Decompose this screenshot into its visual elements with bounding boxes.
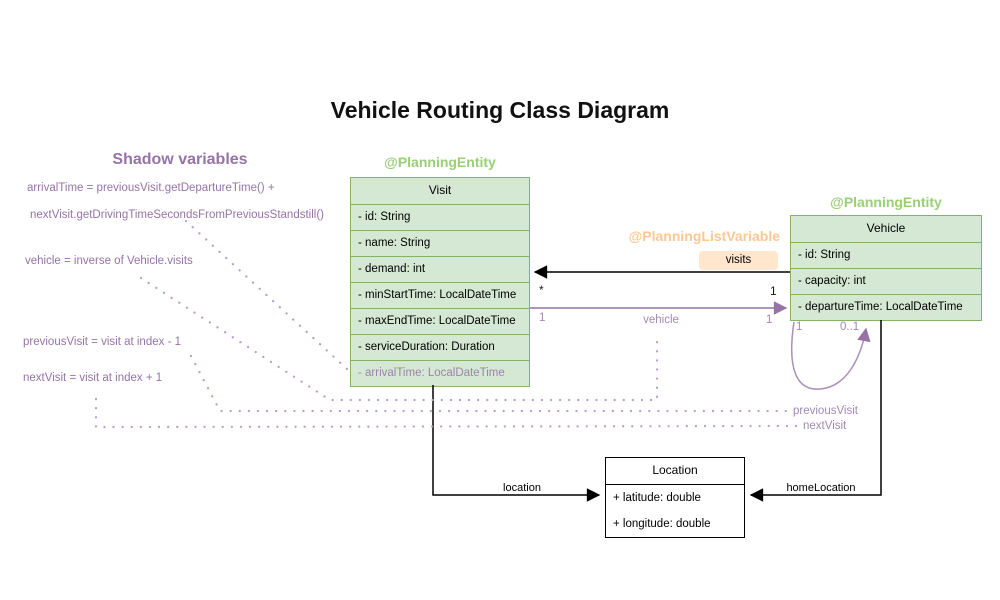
vehicle-attribute-row: - capacity: int <box>791 268 981 294</box>
vehicle-edge-target-multiplicity: 1 <box>766 314 773 326</box>
visits-source-multiplicity: 1 <box>770 284 777 298</box>
previousvisit-edge-label: previousVisit <box>793 405 858 417</box>
dotted-connector-nextvisit <box>94 397 800 429</box>
vehicle-class-name: Vehicle <box>866 221 906 235</box>
dotted-connector-arrivaltime <box>184 219 349 371</box>
visit-attribute-row: - demand: int <box>351 256 529 282</box>
vehicle-edge-source-multiplicity: 1 <box>539 312 546 324</box>
visit-attribute-row: - maxEndTime: LocalDateTime <box>351 308 529 334</box>
visit-attribute-row: - minStartTime: LocalDateTime <box>351 282 529 308</box>
shadow-line-nextvisit: nextVisit = visit at index + 1 <box>23 372 163 384</box>
diagram-title: Vehicle Routing Class Diagram <box>330 97 670 123</box>
location-edge-label: location <box>503 482 541 494</box>
shadow-line-previousvisit: previousVisit = visit at index - 1 <box>23 336 181 348</box>
self-loop-source-multiplicity: 1 <box>796 321 803 333</box>
visit-attribute-row: - serviceDuration: Duration <box>351 334 529 360</box>
vehicle-annotation: @PlanningEntity <box>830 194 942 210</box>
location-attribute-row: + longitude: double <box>613 518 711 530</box>
vehicle-attribute-row: - departureTime: LocalDateTime <box>791 294 981 320</box>
shadow-variables-heading: Shadow variables <box>112 151 248 168</box>
location-class: Location + latitude: double + longitude:… <box>605 457 745 538</box>
planning-list-variable-annotation: @PlanningListVariable <box>628 228 780 244</box>
nextvisit-edge-label: nextVisit <box>803 420 847 432</box>
homelocation-edge-label: homeLocation <box>786 482 856 494</box>
visit-attribute-row: - id: String <box>351 204 529 230</box>
visits-target-multiplicity: * <box>539 283 544 297</box>
shadow-line-vehicle: vehicle = inverse of Vehicle.visits <box>25 255 193 267</box>
location-class-name: Location <box>606 458 744 485</box>
visit-class-name: Visit <box>428 183 452 197</box>
vehicle-edge-label: vehicle <box>643 314 679 326</box>
visit-class: Visit - id: String - name: String - dema… <box>350 177 530 387</box>
shadow-line-arrivaltime-2: nextVisit.getDrivingTimeSecondsFromPrevi… <box>30 209 324 221</box>
visit-attribute-row-arrivaltime: - arrivalTime: LocalDateTime <box>351 360 529 386</box>
visit-attribute-row: - name: String <box>351 230 529 256</box>
vehicle-attribute-row: - id: String <box>791 242 981 268</box>
location-arrow <box>432 385 601 502</box>
visit-annotation: @PlanningEntity <box>384 154 496 170</box>
shadow-line-arrivaltime-1: arrivalTime = previousVisit.getDeparture… <box>27 182 275 194</box>
vehicle-class: Vehicle - id: String - capacity: int - d… <box>790 215 982 321</box>
location-attribute-row: + latitude: double <box>613 492 701 504</box>
self-loop-target-multiplicity: 0..1 <box>840 321 860 333</box>
visits-edge-label-badge: visits <box>699 251 778 270</box>
